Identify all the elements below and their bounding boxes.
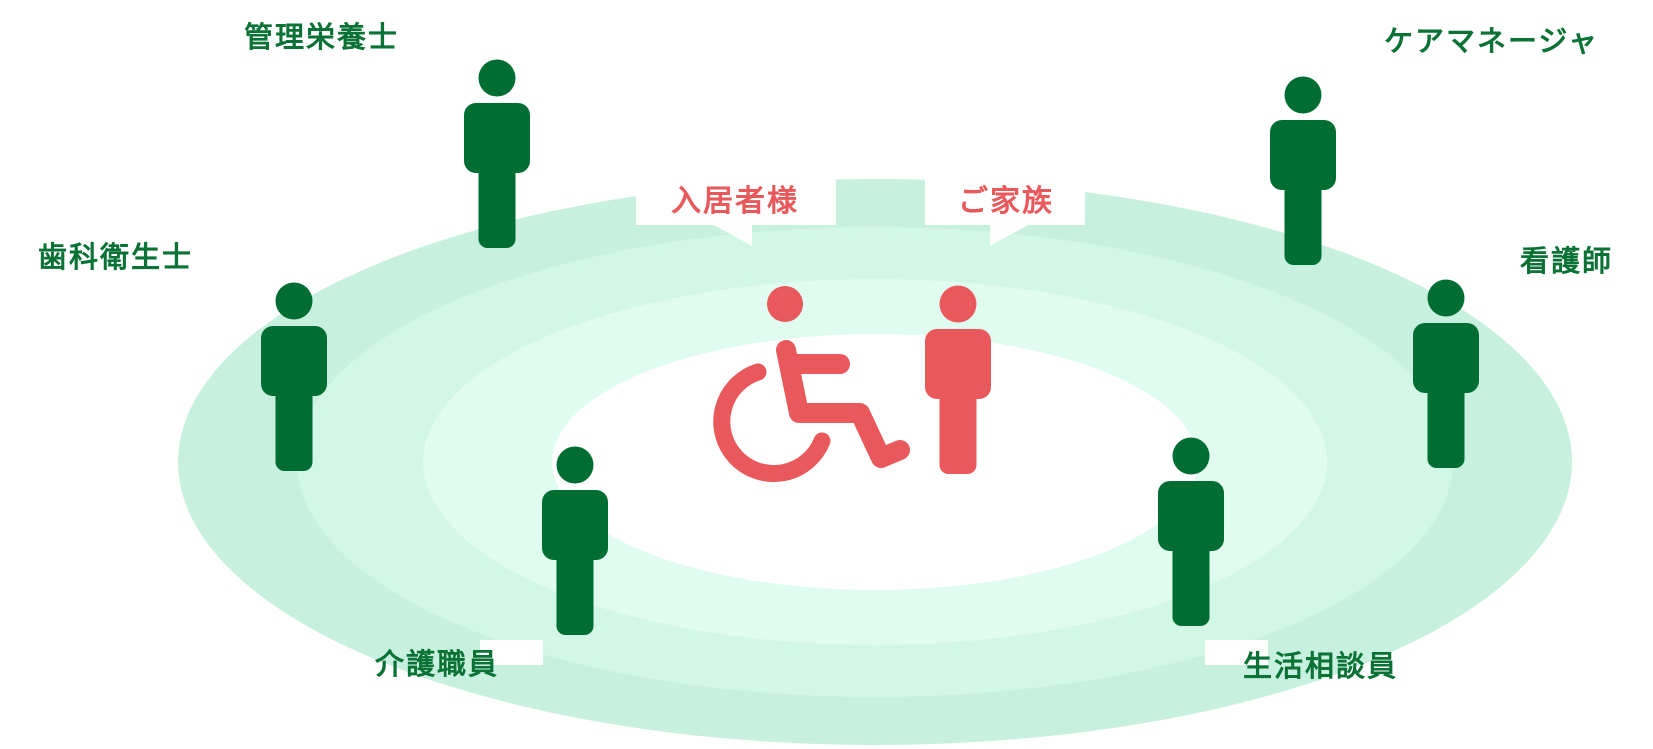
ring-step-left	[480, 640, 543, 665]
resident-wheelchair-icon	[713, 286, 910, 483]
life-counselor-label: 生活相談員	[1243, 649, 1399, 683]
family-callout-box	[925, 175, 1085, 246]
family-label: ご家族	[958, 184, 1054, 219]
dietitian-label: 管理栄養士	[244, 20, 400, 54]
care-manager-label: ケアマネージャ	[1384, 24, 1599, 58]
resident-callout-box	[636, 175, 836, 246]
care-worker-label: 介護職員	[375, 647, 500, 681]
dental-hygienist-label: 歯科衛生士	[38, 240, 194, 274]
resident-label: 入居者様	[671, 184, 799, 219]
ring-step-right	[1205, 640, 1268, 665]
nurse-label: 看護師	[1520, 244, 1614, 278]
